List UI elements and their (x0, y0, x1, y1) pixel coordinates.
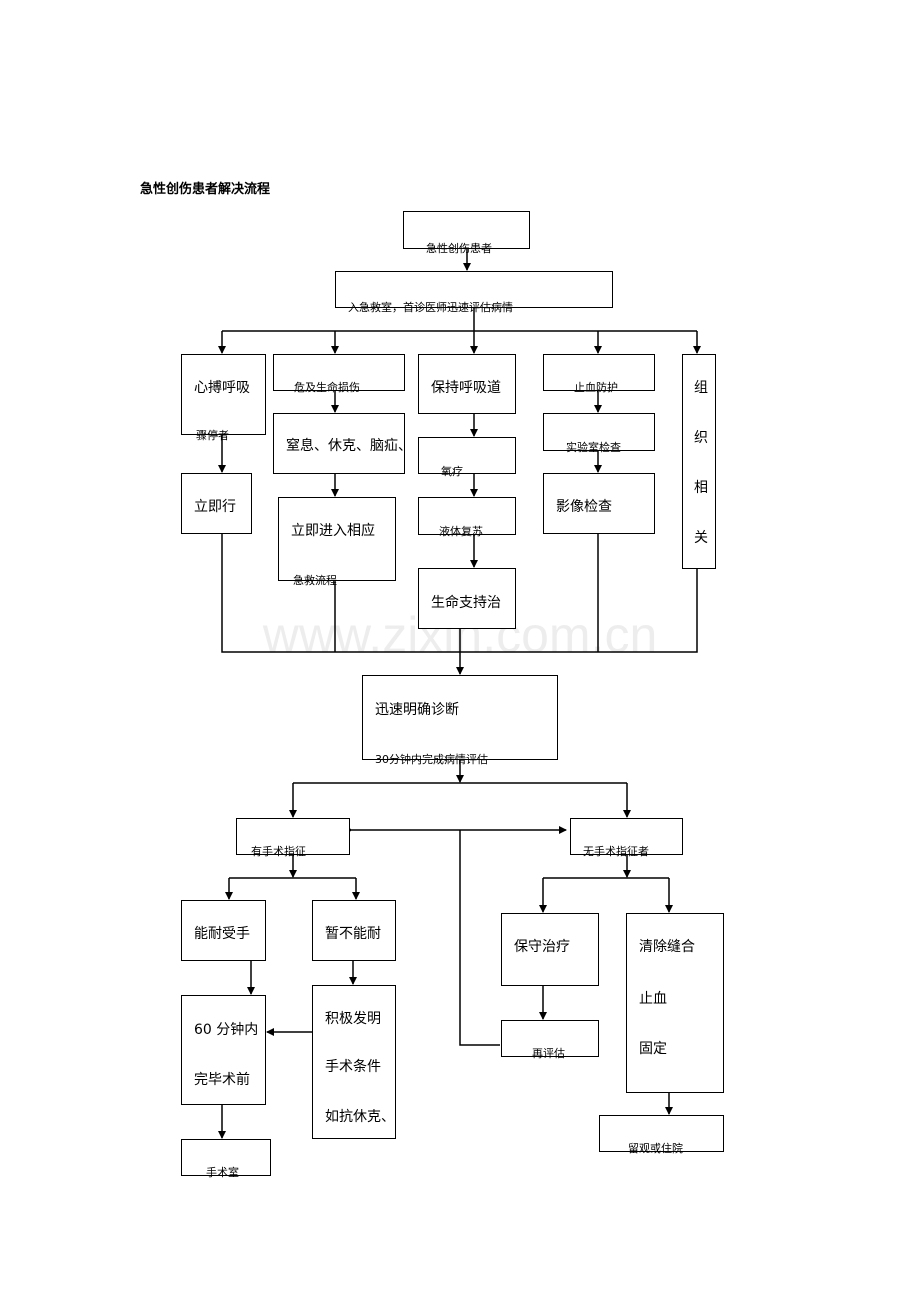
node-airway-label: 保持呼吸道 (431, 380, 501, 396)
node-imaging: 影像检查 (543, 473, 655, 534)
node-triage: 入急救室，首诊医师迅速评估病情 (335, 271, 613, 314)
node-critical-injury-label: 危及生命损伤 (294, 381, 360, 394)
node-60-min-label: 60 分钟内 (194, 1022, 259, 1038)
node-active-prep-label: 如抗休克、 (325, 1109, 395, 1125)
node-enter-protocol: 立即进入相应 急救流程 (278, 497, 396, 587)
node-cannot-tolerate: 暂不能耐 (312, 900, 396, 961)
node-fluid: 液体复苏 (418, 497, 516, 538)
node-fluid-label: 液体复苏 (439, 525, 483, 538)
node-lab-tests: 实验室检查 (543, 413, 655, 454)
node-cardiac-arrest: 心搏呼吸 骤停者 (181, 354, 266, 442)
node-cardiac-arrest-label: 心搏呼吸 (194, 380, 250, 396)
node-observe-admit-label: 留观或住院 (628, 1142, 683, 1155)
node-60-min: 60 分钟内 完毕术前 (181, 995, 266, 1105)
node-debridement-label: 清除缝合 (639, 939, 695, 955)
page-title: 急性创伤患者解决流程 (140, 182, 271, 197)
node-life-support: 生命支持治 (418, 568, 516, 629)
node-cpr-label: 立即行 (194, 499, 236, 515)
node-debridement: 清除缝合 止血 固定 (626, 913, 724, 1093)
node-conservative-label: 保守治疗 (514, 939, 570, 955)
node-asphyxia-label: 窒息、休克、脑疝、 (286, 438, 412, 454)
node-60-min-label: 完毕术前 (194, 1072, 250, 1088)
node-surgery-indicated-label: 有手术指征 (251, 845, 306, 858)
node-airway: 保持呼吸道 (418, 354, 516, 414)
node-operating-room: 手术室 (181, 1139, 271, 1179)
node-surgery-indicated: 有手术指征 (236, 818, 350, 858)
connector-reassess-loop (459, 830, 500, 1046)
node-tolerate: 能耐受手 (181, 900, 266, 961)
node-consult-label: 关 (694, 530, 708, 546)
node-life-support-label: 生命支持治 (431, 595, 501, 611)
node-reassess: 再评估 (501, 1020, 599, 1060)
node-lab-tests-label: 实验室检查 (566, 441, 621, 454)
node-diagnosis-label: 迅速明确诊断 (375, 702, 459, 718)
node-cpr: 立即行 (181, 473, 252, 534)
node-diagnosis-label: 30分钟内完成病情评估 (375, 753, 488, 766)
node-debridement-label: 止血 (639, 991, 667, 1007)
node-hemostasis-label: 止血防护 (574, 381, 618, 394)
node-cardiac-arrest-label: 骤停者 (196, 429, 229, 442)
node-critical-injury: 危及生命损伤 (273, 354, 405, 394)
node-active-prep: 积极发明 手术条件 如抗休克、 (312, 985, 396, 1139)
node-trauma-patient-label: 急性创伤患者 (426, 242, 492, 255)
node-consult-label: 相 (694, 480, 708, 496)
node-operating-room-label: 手术室 (206, 1166, 239, 1179)
node-enter-protocol-label: 立即进入相应 (291, 523, 375, 539)
node-hemostasis: 止血防护 (543, 354, 655, 394)
node-oxygen: 氧疗 (418, 437, 516, 478)
node-imaging-label: 影像检查 (556, 499, 612, 515)
node-asphyxia: 窒息、休克、脑疝、 (273, 413, 412, 474)
node-tolerate-label: 能耐受手 (194, 926, 250, 942)
node-diagnosis: 迅速明确诊断 30分钟内完成病情评估 (362, 675, 558, 766)
node-debridement-label: 固定 (639, 1041, 667, 1057)
node-observe-admit: 留观或住院 (599, 1115, 724, 1155)
node-reassess-label: 再评估 (532, 1047, 565, 1060)
node-cannot-tolerate-label: 暂不能耐 (325, 926, 381, 942)
node-trauma-patient: 急性创伤患者 (403, 211, 530, 255)
node-no-surgery-label: 无手术指征者 (583, 845, 649, 858)
node-active-prep-label: 积极发明 (325, 1011, 381, 1027)
node-triage-label: 入急救室，首诊医师迅速评估病情 (348, 301, 513, 314)
node-conservative: 保守治疗 (501, 913, 599, 986)
node-consult: 组 织 相 关 (682, 354, 716, 569)
node-active-prep-label: 手术条件 (325, 1059, 381, 1075)
node-consult-label: 组 (694, 380, 708, 396)
node-no-surgery: 无手术指征者 (570, 818, 683, 858)
node-consult-label: 织 (694, 430, 708, 446)
node-oxygen-label: 氧疗 (441, 465, 463, 478)
node-enter-protocol-label: 急救流程 (293, 574, 337, 587)
